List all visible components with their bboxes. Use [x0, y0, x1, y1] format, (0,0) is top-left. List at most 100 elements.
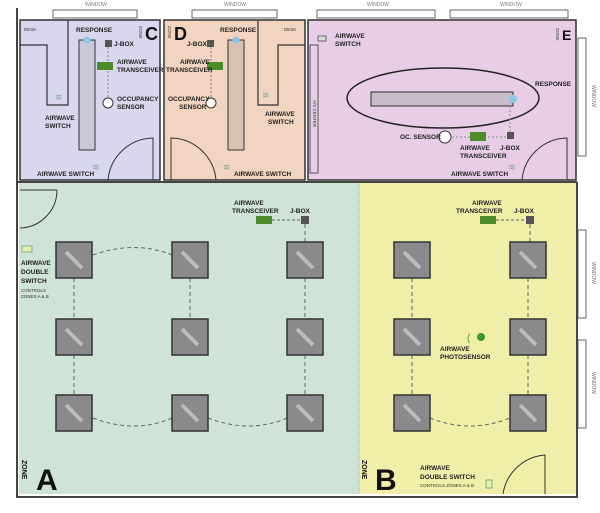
window-label: WINDOW [500, 2, 522, 8]
zone-e-content: A/V CENTER AIRWAVE SWITCH RESPONSE OC. S… [309, 27, 572, 181]
window-label: WINDOW [367, 2, 389, 8]
zone-word: ZONE [555, 28, 560, 41]
photosensor-label: AIRWAVE [440, 346, 470, 353]
window-label: WINDOW [590, 85, 596, 107]
response-icon [232, 36, 240, 44]
door [521, 137, 568, 181]
transceiver-icon [97, 62, 113, 70]
airwave-switch-icon: ≋ [262, 90, 270, 100]
window-label: WINDOW [85, 2, 107, 8]
photosensor-icon [477, 333, 485, 341]
jbox-label: J-BOX [114, 41, 135, 48]
fixture-lamp [518, 403, 538, 423]
desk [257, 20, 305, 106]
zone-b-content: AIRWAVE TRANSCEIVER J-BOX ( AIRWAVE PHOT… [360, 200, 547, 497]
double-switch-label: AIRWAVE [21, 260, 51, 267]
occupancy-label: SENSOR [179, 104, 207, 111]
door [19, 189, 58, 229]
response-label: RESPONSE [220, 27, 257, 34]
occupancy-label: OCCUPANCY [117, 96, 159, 103]
desk-label: DESK [284, 27, 296, 32]
transceiver-icon [480, 216, 496, 224]
door-switch-label: AIRWAVE SWITCH [234, 171, 291, 178]
zone-c-content: DESK RESPONSE J-BOX AIRWAVE TRANSCEIVER … [20, 20, 164, 181]
zone-a-content: AIRWAVE DOUBLE SWITCH CONTROLS ZONES A &… [19, 189, 324, 497]
transceiver-label: TRANSCEIVER [460, 153, 507, 160]
light-fixture [370, 91, 514, 107]
zone-letter: E [562, 27, 571, 43]
jbox-icon [526, 216, 534, 224]
zone-letter: C [145, 24, 158, 44]
fixture-lamp [402, 403, 422, 423]
fixture-lamp [64, 250, 84, 270]
double-switch-label: DOUBLE [21, 269, 49, 276]
av-center-label: A/V CENTER [312, 100, 317, 128]
transceiver-label: AIRWAVE [117, 59, 147, 66]
airwave-switch-icon: ≋ [508, 162, 516, 172]
door-switch-label: AIRWAVE SWITCH [451, 171, 508, 178]
transceiver-icon [256, 216, 272, 224]
occupancy-label: OCCUPANCY [168, 96, 210, 103]
windows-top: WINDOW WINDOW WINDOW WINDOW [52, 2, 569, 19]
light-fixture [227, 39, 245, 151]
controls-label: CONTROLS [21, 288, 46, 293]
fixture-lamp [402, 250, 422, 270]
fixture-lamp [64, 327, 84, 347]
zone-d-content: DESK RESPONSE J-BOX AIRWAVE TRANSCEIVER … [166, 20, 305, 181]
svg-text:(: ( [467, 333, 471, 344]
response-icon [83, 36, 91, 44]
jbox-label: J-BOX [290, 208, 311, 215]
fixture-lamp [180, 250, 200, 270]
switch-label: AIRWAVE [335, 33, 365, 40]
transceiver-label: AIRWAVE [180, 59, 210, 66]
transceiver-label: TRANSCEIVER [166, 67, 213, 74]
door-switch-label: AIRWAVE SWITCH [37, 171, 94, 178]
switch-label: AIRWAVE [265, 111, 295, 118]
fixture-lamp [295, 403, 315, 423]
transceiver-label: AIRWAVE [234, 200, 264, 207]
transceiver-label: TRANSCEIVER [117, 67, 164, 74]
zone-letter: D [174, 24, 187, 44]
door [502, 454, 546, 495]
door [107, 137, 154, 181]
transceiver-label: TRANSCEIVER [232, 208, 279, 215]
fixture-lamp [180, 403, 200, 423]
av-center [309, 44, 319, 174]
jbox-label: J-BOX [187, 41, 208, 48]
transceiver-label: TRANSCEIVER [456, 208, 503, 215]
switch-label: SWITCH [335, 41, 361, 48]
photosensor-label: PHOTOSENSOR [440, 354, 491, 361]
double-switch-icon [485, 479, 493, 489]
double-switch-label: DOUBLE SWITCH [420, 474, 475, 481]
fixture-lamp [402, 327, 422, 347]
window-label: WINDOW [590, 262, 596, 284]
transceiver-icon [207, 62, 223, 70]
occupancy-label: SENSOR [117, 104, 145, 111]
controls-label: CONTROLS ZONES A & B [420, 483, 474, 488]
airwave-switch-icon: ≋ [223, 162, 231, 172]
light-fixture [171, 241, 209, 279]
double-switch-label: SWITCH [21, 278, 47, 285]
fixture-lamp [295, 250, 315, 270]
switch-label: SWITCH [268, 119, 294, 126]
response-label: RESPONSE [535, 81, 572, 88]
transceiver-label: AIRWAVE [460, 145, 490, 152]
double-switch-label: AIRWAVE [420, 465, 450, 472]
desk [20, 20, 69, 106]
occupancy-sensor-icon [205, 97, 217, 109]
door [170, 137, 217, 181]
jbox-icon [301, 216, 309, 224]
light-fixture [393, 318, 431, 356]
zone-word: ZONE [138, 26, 143, 39]
response-label: RESPONSE [76, 27, 113, 34]
desk-label: DESK [24, 27, 36, 32]
airwave-switch-icon: ≋ [92, 162, 100, 172]
conference-table [346, 67, 540, 129]
fixtures-zone-a [55, 241, 324, 432]
occupancy-sensor-icon [102, 97, 114, 109]
transceiver-icon [470, 132, 486, 141]
window-label: WINDOW [590, 372, 596, 394]
switch-label: AIRWAVE [45, 115, 75, 122]
switch-label: SWITCH [45, 123, 71, 130]
